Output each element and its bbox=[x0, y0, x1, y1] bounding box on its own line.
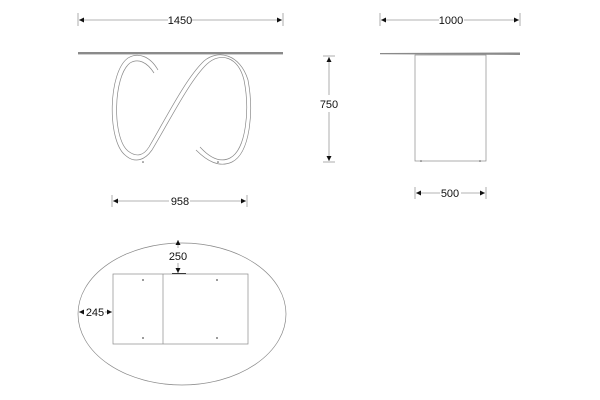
plan-dot bbox=[142, 337, 144, 339]
side-table-top bbox=[380, 52, 520, 55]
front-table-top bbox=[78, 52, 283, 55]
side-leg bbox=[414, 54, 487, 162]
side-foot-left bbox=[420, 160, 422, 162]
dimension-958: 958 bbox=[111, 195, 248, 208]
dimension-245: 245 bbox=[79, 307, 112, 319]
dimension-label-958: 958 bbox=[171, 196, 189, 208]
s-curve-base bbox=[111, 54, 251, 165]
dimension-500: 500 bbox=[414, 187, 487, 200]
side-view: 1000 500 bbox=[379, 13, 521, 200]
dimension-250: 250 bbox=[169, 240, 187, 274]
foot-left bbox=[142, 161, 144, 163]
dimension-label-245: 245 bbox=[86, 307, 104, 319]
dimension-label-1000: 1000 bbox=[439, 15, 463, 27]
plan-view: 250 245 bbox=[77, 240, 287, 386]
dimension-label-500: 500 bbox=[441, 188, 459, 200]
plan-table-top-outline bbox=[77, 242, 287, 386]
plan-dot bbox=[142, 279, 144, 281]
dimension-label-1450: 1450 bbox=[168, 15, 192, 27]
front-view: 1450 958 750 bbox=[77, 13, 338, 208]
dimension-1450: 1450 bbox=[77, 13, 284, 27]
dimension-750: 750 bbox=[320, 55, 338, 163]
plan-dot bbox=[216, 279, 218, 281]
dimension-label-750: 750 bbox=[320, 99, 338, 111]
dimension-label-250: 250 bbox=[169, 251, 187, 263]
side-foot-right bbox=[479, 160, 481, 162]
plan-dot bbox=[216, 337, 218, 339]
plan-base-footprint bbox=[112, 273, 249, 345]
foot-right bbox=[217, 161, 219, 163]
dimension-1000: 1000 bbox=[379, 13, 521, 27]
